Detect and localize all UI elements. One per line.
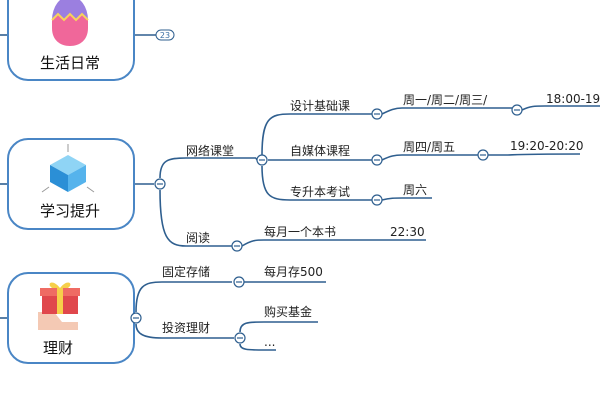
- child-count-badge[interactable]: 23: [155, 29, 175, 41]
- topic-money-label: 理财: [43, 339, 73, 357]
- subtopic-fixed-saving[interactable]: 固定存储: [162, 264, 210, 279]
- child-count-text: 23: [160, 31, 170, 40]
- subtopic-exam[interactable]: 专升本考试: [290, 184, 350, 199]
- topic-study-label: 学习提升: [40, 202, 100, 220]
- topic-money-node[interactable]: 理财: [7, 272, 135, 364]
- collapse-toggle-invest[interactable]: [234, 332, 246, 344]
- topic-life-node[interactable]: 生活日常: [7, 0, 135, 81]
- subtopic-exam-day[interactable]: 周六: [403, 183, 427, 197]
- subtopic-fund[interactable]: 购买基金: [264, 304, 312, 319]
- collapse-toggle-media-days[interactable]: [477, 149, 489, 161]
- collapse-toggle-online-course[interactable]: [256, 154, 268, 166]
- subtopic-invest[interactable]: 投资理财: [162, 320, 210, 335]
- collapse-toggle-design[interactable]: [371, 108, 383, 120]
- connector-lines: [0, 34, 600, 351]
- subtopic-book[interactable]: 每月一个本书: [264, 224, 336, 239]
- subtopic-more[interactable]: ...: [264, 335, 275, 349]
- topic-study-node[interactable]: 学习提升: [7, 138, 135, 230]
- subtopic-fixed-amount[interactable]: 每月存500: [264, 264, 323, 279]
- topic-life-label: 生活日常: [40, 54, 100, 72]
- subtopic-media-time[interactable]: 19:20-20:20: [510, 139, 584, 153]
- collapse-toggle-fixed-saving[interactable]: [233, 276, 245, 288]
- subtopic-design-course[interactable]: 设计基础课: [290, 99, 350, 113]
- subtopic-media-days[interactable]: 周四/周五: [403, 140, 455, 154]
- collapse-toggle-design-days[interactable]: [511, 104, 523, 116]
- subtopic-design-time[interactable]: 18:00-19:: [546, 92, 600, 106]
- easter-egg-icon: [51, 0, 89, 46]
- subtopic-media-course[interactable]: 自媒体课程: [290, 143, 350, 158]
- collapse-toggle-media[interactable]: [371, 154, 383, 166]
- subtopic-design-days[interactable]: 周一/周二/周三/: [403, 93, 488, 107]
- subtopic-book-time[interactable]: 22:30: [390, 225, 425, 239]
- collapse-toggle-exam[interactable]: [371, 194, 383, 206]
- collapse-toggle-money[interactable]: [130, 312, 142, 324]
- subtopic-online-course[interactable]: 网络课堂: [186, 143, 234, 158]
- collapse-toggle-reading[interactable]: [231, 240, 243, 252]
- cube-icon: [41, 144, 95, 193]
- gift-box-icon: [38, 282, 80, 330]
- collapse-toggle-study[interactable]: [154, 178, 166, 190]
- subtopic-reading[interactable]: 阅读: [186, 231, 210, 245]
